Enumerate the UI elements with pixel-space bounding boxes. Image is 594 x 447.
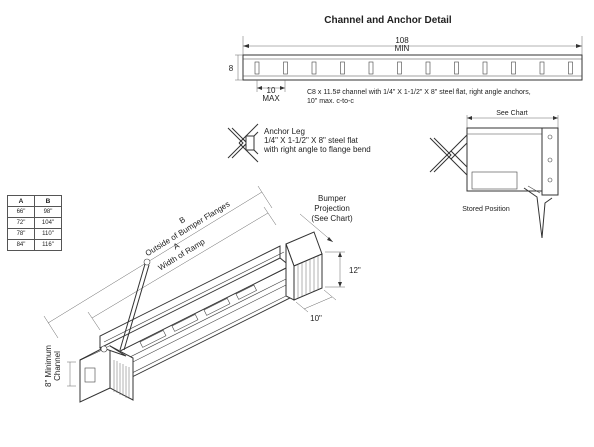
table-row: 84" 116" xyxy=(7,239,62,251)
lift-rod xyxy=(119,263,150,351)
bumper-label-line3: (See Chart) xyxy=(311,214,353,223)
spacing-suffix: MAX xyxy=(262,94,280,103)
table-cell: 84" xyxy=(7,239,35,251)
anchor-slot xyxy=(254,61,260,75)
table-header-b: B xyxy=(34,195,62,207)
left-bumper-block xyxy=(79,345,134,403)
anchor-line1: Anchor Leg xyxy=(264,127,305,136)
channel-note-line1: C8 x 11.5# channel with 1/4" X 1-1/2" X … xyxy=(307,89,531,96)
channel-body xyxy=(242,54,583,81)
table-row: 72" 104" xyxy=(7,217,62,229)
dimension-10: 10" xyxy=(310,314,322,323)
stored-frame xyxy=(466,127,543,192)
ramp-front-face xyxy=(109,265,291,389)
anchor-slot xyxy=(340,61,345,75)
anchor-slot xyxy=(454,61,459,75)
page-title: Channel and Anchor Detail xyxy=(324,15,452,26)
min-channel-line2: Channel xyxy=(53,351,62,381)
spacing-value: 10 xyxy=(267,86,276,95)
table-row: 66" 98" xyxy=(7,206,62,218)
bumper-label-line2: Projection xyxy=(314,204,350,213)
dimension-a-letter: A xyxy=(172,241,182,252)
anchor-slot xyxy=(283,61,288,75)
table-header-a: A xyxy=(7,195,35,207)
ramp-panels xyxy=(139,284,257,348)
anchor-slots xyxy=(254,61,573,75)
anchor-slot xyxy=(311,61,317,75)
anchor-slot xyxy=(568,61,573,75)
dimension-b-letter: B xyxy=(178,215,187,225)
anchor-slot xyxy=(482,61,488,75)
table-cell: 104" xyxy=(34,217,62,229)
table-row: 78" 110" xyxy=(7,228,62,240)
table-cell: 78" xyxy=(7,228,35,240)
table-header-row: A B xyxy=(7,195,62,207)
anchor-leg-detail: Anchor Leg 1/4" X 1-1/2" X 8" steel flat… xyxy=(227,123,371,163)
anchor-slot xyxy=(397,61,402,75)
stored-anchor-symbol xyxy=(429,134,468,176)
bumper-label-line1: Bumper xyxy=(318,194,346,203)
stored-position-caption: Stored Position xyxy=(462,206,510,213)
isometric-ramp: B Outside of Bumper Flanges A Width of R… xyxy=(43,185,361,403)
bumper-block xyxy=(541,127,559,196)
channel-length-value: 108 xyxy=(395,36,409,45)
right-bumper-block xyxy=(285,231,323,301)
anchor-slot xyxy=(425,61,431,75)
anchor-leg-symbol xyxy=(227,123,259,163)
table-cell: 72" xyxy=(7,217,35,229)
channel-length-dimension: 108 MIN xyxy=(242,36,583,56)
channel-detail: 108 MIN 8 10 MAX C8 x 11.5# channel with… xyxy=(229,36,583,105)
anchor-slot xyxy=(511,61,516,75)
size-chart-table: A B 66" 98" 72" 104" 78" 110" 84" 116" xyxy=(7,195,62,251)
channel-height-label: 8 xyxy=(229,64,234,73)
anchor-slot xyxy=(539,61,545,75)
table-cell: 66" xyxy=(7,206,35,218)
anchor-line3: with right angle to flange bend xyxy=(263,145,371,154)
table-cell: 116" xyxy=(34,239,62,251)
anchor-slot xyxy=(368,61,374,75)
min-channel-line1: 8" Minimum xyxy=(44,345,53,387)
dimension-12: 12" xyxy=(349,266,361,275)
stored-plate xyxy=(471,171,518,190)
table-cell: 98" xyxy=(34,206,62,218)
stored-position-detail: See Chart Stored Position xyxy=(429,110,559,239)
channel-note-line2: 10" max. c-to-c xyxy=(307,98,354,105)
table-cell: 110" xyxy=(34,228,62,240)
see-chart-label: See Chart xyxy=(496,110,528,117)
channel-length-suffix: MIN xyxy=(395,44,410,53)
anchor-line2: 1/4" X 1-1/2" X 8" steel flat xyxy=(264,136,359,145)
